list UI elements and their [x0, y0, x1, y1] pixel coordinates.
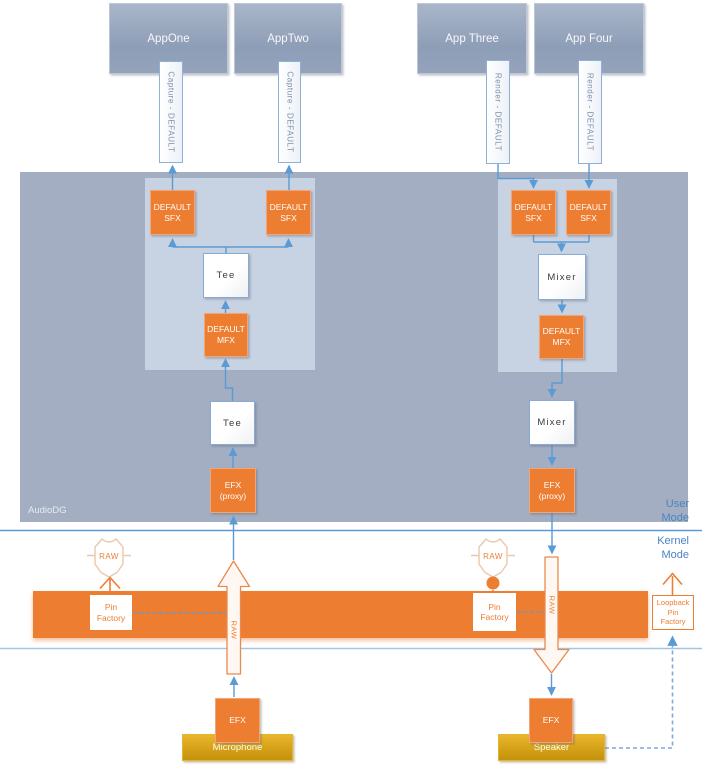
raw-badge-label-right: RAW — [483, 551, 503, 561]
app-one-label: AppOne — [147, 32, 190, 45]
raw-badge-label-left: RAW — [99, 551, 119, 561]
render-stream-appfour: Render - DEFAULT — [578, 60, 602, 164]
dashed-links — [133, 611, 678, 749]
tee-node-lower: Tee — [210, 401, 255, 445]
app-two-label: AppTwo — [267, 32, 309, 45]
raw-up-arrow-label: RAW — [229, 620, 238, 640]
pin-factory-arrows — [99, 572, 683, 600]
raw-down-arrow-label: RAW — [547, 595, 556, 615]
render-stream-appthree: Render - DEFAULT — [486, 60, 510, 164]
mixer-node-upper: Mixer — [538, 254, 586, 300]
raw-mode-badge-left — [87, 538, 131, 578]
app-three-label: App Three — [445, 32, 499, 45]
loopback-dashed-path — [605, 635, 678, 749]
pin-instance-dot — [486, 576, 500, 590]
flow-connectors — [167, 164, 594, 697]
efx-proxy-box-render: EFX(proxy) — [529, 468, 575, 513]
audiodg-label: AudioDG — [28, 505, 67, 516]
efx-box-speaker: EFX — [529, 698, 573, 743]
tee-node-upper: Tee — [203, 253, 249, 298]
capture-stream-appone: Capture - DEFAULT — [159, 61, 183, 163]
app-four-label: App Four — [565, 32, 613, 45]
efx-proxy-box-capture: EFX(proxy) — [210, 468, 256, 513]
mixer-node-lower: Mixer — [529, 400, 575, 445]
raw-down-block-arrow — [533, 556, 570, 674]
efx-box-microphone: EFX — [215, 698, 260, 743]
raw-up-block-arrow — [217, 560, 251, 675]
capture-stream-apptwo: Capture - DEFAULT — [278, 61, 301, 163]
